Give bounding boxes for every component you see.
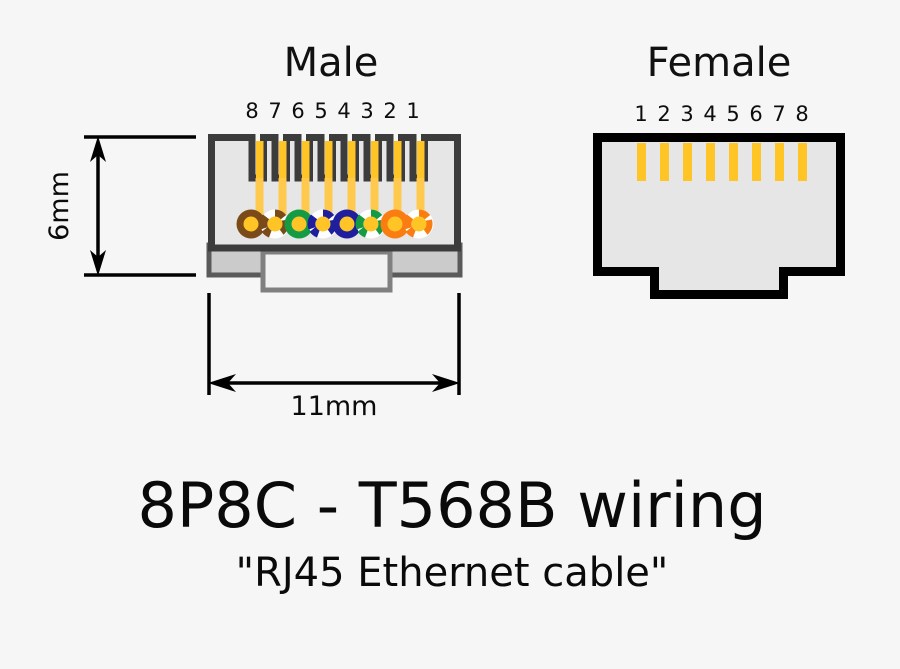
female-pin-number-7: 7 [772, 102, 785, 126]
male-stem-3 [370, 178, 379, 223]
wire-core-pin-4 [339, 216, 355, 232]
wire-core-pin-8 [243, 216, 259, 232]
wire-ring-pin-5 [307, 209, 338, 239]
female-contact-7 [775, 143, 784, 181]
height-dimension-label: 6mm [44, 171, 75, 241]
wire-core-pin-2 [387, 216, 403, 232]
female-contact-4 [706, 143, 715, 181]
female-contact-5 [729, 143, 738, 181]
page-title: 8P8C - T568B wiring [137, 469, 766, 542]
female-pin-number-5: 5 [726, 102, 739, 126]
female-connector [593, 133, 845, 299]
male-stem-7 [278, 178, 287, 223]
height-arrow-down [90, 250, 106, 276]
male-stem-5 [324, 178, 333, 223]
female-contact-6 [752, 143, 761, 181]
male-pin-number-7: 7 [268, 99, 281, 123]
wire-ring-pin-8 [236, 209, 266, 239]
male-conductor-stems [255, 178, 425, 223]
male-stem-4 [347, 178, 356, 223]
page-subtitle: "RJ45 Ethernet cable" [236, 550, 669, 596]
female-pin-number-2: 2 [657, 102, 670, 126]
male-contact-1 [417, 141, 425, 181]
male-contact-8 [256, 141, 264, 181]
wire-ring-pin-7 [259, 209, 290, 239]
wire-ring-group [236, 209, 434, 239]
wire-ring-pin-3 [355, 209, 386, 239]
female-pin-number-row: 1 2 3 4 5 6 7 8 [634, 102, 808, 126]
female-contact-8 [798, 143, 807, 181]
male-contact-3 [371, 141, 379, 181]
male-latch-tab [260, 249, 393, 293]
male-contact-blades [256, 141, 425, 181]
male-contact-5 [325, 141, 333, 181]
width-dimension-label: 11mm [291, 391, 378, 422]
width-arrow-right [432, 374, 460, 392]
male-contact-7 [279, 141, 287, 181]
wire-ring-pin-4 [332, 209, 362, 239]
male-stem-8 [255, 178, 264, 223]
wire-ring-pin-1 [403, 209, 434, 239]
female-pin-number-4: 4 [703, 102, 716, 126]
female-contact-3 [683, 143, 692, 181]
male-stem-2 [393, 178, 402, 223]
wire-core-pin-6 [291, 216, 307, 232]
height-arrow-up [90, 136, 106, 162]
male-contact-2 [394, 141, 402, 181]
female-pin-number-1: 1 [634, 102, 647, 126]
male-pin-number-3: 3 [360, 99, 373, 123]
wire-ring-pin-2 [380, 209, 410, 239]
female-pin-number-8: 8 [795, 102, 808, 126]
heading-female: Female [647, 40, 792, 86]
male-pin-number-row: 8 7 6 5 4 3 2 1 [245, 99, 419, 123]
female-pin-number-3: 3 [680, 102, 693, 126]
male-pin-number-8: 8 [245, 99, 258, 123]
width-dimension: 11mm [207, 293, 461, 422]
female-pin-number-6: 6 [749, 102, 762, 126]
female-contact-2 [660, 143, 669, 181]
wire-ring-pin-6 [284, 209, 314, 239]
male-pin-number-1: 1 [406, 99, 419, 123]
male-stem-1 [416, 178, 425, 223]
male-contact-4 [348, 141, 356, 181]
male-pin-number-6: 6 [291, 99, 304, 123]
width-arrow-left [208, 374, 236, 392]
wire-core-pin-1 [411, 216, 427, 232]
male-contact-6 [302, 141, 310, 181]
heading-male: Male [284, 40, 379, 86]
wire-core-pin-3 [363, 216, 379, 232]
wire-core-pin-7 [267, 216, 283, 232]
wire-core-pin-5 [315, 216, 331, 232]
female-contact-blades [637, 143, 807, 181]
male-pin-number-5: 5 [314, 99, 327, 123]
stripe-dashes-pin-1 [403, 209, 433, 238]
male-pin-number-4: 4 [337, 99, 350, 123]
height-dimension: 6mm [44, 135, 196, 277]
male-stem-6 [301, 178, 310, 223]
male-connector [206, 134, 463, 293]
female-contact-1 [637, 143, 646, 181]
male-pin-number-2: 2 [383, 99, 396, 123]
